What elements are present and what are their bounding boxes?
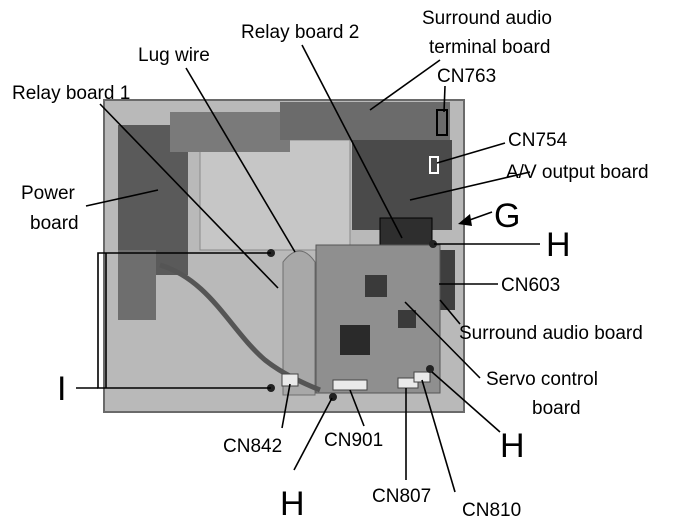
- chassis-inner-panel: [199, 139, 351, 251]
- label-cn807: CN807: [372, 486, 431, 507]
- label-relay-board-2: Relay board 2: [241, 22, 359, 43]
- leader-surround-audio: [439, 299, 461, 325]
- lug-wire-shape: [282, 250, 316, 396]
- leader-cn754: [436, 142, 506, 164]
- av-output-board: [352, 140, 452, 230]
- leader-cn901: [349, 389, 365, 427]
- label-i-marker: I: [57, 370, 66, 408]
- label-h-marker-top: H: [546, 226, 571, 264]
- leader-i-bracket: [97, 252, 271, 389]
- servo-chip-1: [340, 325, 370, 355]
- g-arrow-head: [458, 214, 472, 226]
- label-cn842: CN842: [223, 436, 282, 457]
- cn754-connector: [429, 156, 439, 174]
- label-relay-board-1: Relay board 1: [12, 83, 130, 104]
- leader-h-right: [431, 371, 501, 433]
- screw-h-top: [429, 240, 437, 248]
- label-cn763: CN763: [437, 66, 496, 87]
- power-board-lower: [118, 250, 156, 320]
- cn807-connector: [397, 377, 419, 389]
- leader-servo: [404, 301, 481, 379]
- label-h-marker-bottom: H: [280, 485, 305, 523]
- leader-surround-terminal: [369, 59, 441, 111]
- leader-h-bottom: [293, 397, 333, 471]
- servo-chip-3: [398, 310, 416, 328]
- leader-relay-board-2: [301, 44, 403, 239]
- label-surround-terminal-line1: Surround audio: [422, 8, 552, 29]
- label-cn603: CN603: [501, 275, 560, 296]
- label-power-board-line1: Power: [21, 183, 76, 204]
- label-h-marker-right: H: [500, 427, 525, 465]
- label-g-marker: G: [494, 197, 520, 235]
- leader-cn810: [421, 379, 456, 493]
- label-cn810: CN810: [462, 500, 521, 521]
- label-av-output-board: A/V output board: [506, 162, 649, 183]
- labels: Relay board 2 Surround audio terminal bo…: [12, 8, 649, 523]
- leader-lines: [76, 44, 540, 493]
- relay-board-1: [170, 112, 290, 152]
- label-lug-wire: Lug wire: [138, 45, 210, 66]
- label-power-board-line2: board: [30, 213, 79, 234]
- cn901-connector: [332, 379, 368, 391]
- label-servo-line1: Servo control: [486, 369, 598, 390]
- cn763-connector: [436, 109, 448, 136]
- label-servo-line2: board: [532, 398, 581, 419]
- chassis-photo: [103, 99, 465, 413]
- leader-relay-board-1: [99, 103, 279, 289]
- leader-cn842: [281, 383, 291, 429]
- label-cn901: CN901: [324, 430, 383, 451]
- label-surround-terminal-line2: terminal board: [429, 37, 550, 58]
- leader-cn763: [443, 85, 446, 113]
- label-cn754: CN754: [508, 130, 568, 151]
- label-surround-audio-board: Surround audio board: [459, 323, 643, 344]
- surround-terminal-board: [280, 102, 450, 140]
- leader-lug-wire: [185, 67, 296, 253]
- leader-power-board: [85, 189, 159, 207]
- servo-control-board: [315, 244, 441, 394]
- screw-h-right: [426, 365, 434, 373]
- servo-chip-2: [365, 275, 387, 297]
- leader-av-output: [409, 171, 531, 201]
